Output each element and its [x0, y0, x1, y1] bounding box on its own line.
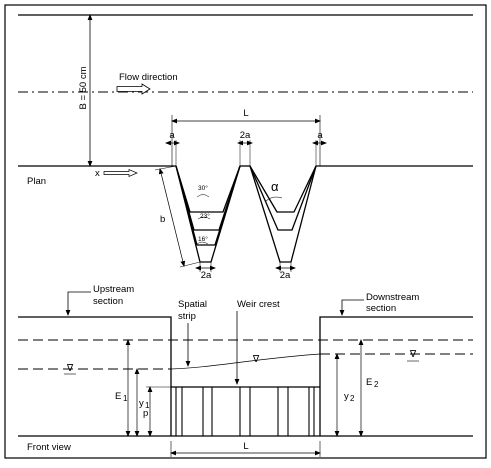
spatial-water-symbol: ∇ — [252, 354, 260, 365]
x-axis-label: x — [95, 168, 100, 179]
x-axis-arrow — [103, 168, 138, 178]
upstream-water-symbol: ∇ — [66, 363, 74, 374]
apex-bottom-right-label: 2a — [280, 270, 291, 281]
plan-label: Plan — [27, 176, 46, 187]
depth-upstream-sub: 1 — [145, 401, 150, 410]
side-length-ext-bottom — [179, 261, 201, 268]
length-front-label: L — [243, 441, 248, 452]
energy-downstream-sub: 2 — [374, 380, 379, 389]
spatial-strip-label-2: strip — [178, 311, 196, 322]
offset-left-label: a — [169, 130, 175, 141]
angle-arc-23 — [197, 216, 211, 220]
side-length-ext-top — [154, 165, 177, 171]
flow-direction-arrow — [116, 83, 151, 95]
depth-downstream-label: y — [344, 391, 349, 402]
sidewall-angle-label: α — [271, 179, 279, 194]
side-length-label: b — [160, 214, 165, 225]
depth-upstream-label: y — [139, 398, 144, 409]
length-label: L — [243, 108, 248, 119]
weir-crest-label: Weir crest — [237, 299, 280, 310]
apex-bottom-left-label: 2a — [201, 270, 212, 281]
angle-arc-30 — [196, 194, 210, 198]
labyrinth-weir-plan — [175, 165, 317, 263]
downstream-water-symbol: ∇ — [409, 349, 417, 360]
depth-downstream-sub: 2 — [350, 394, 355, 403]
energy-upstream-sub: 1 — [123, 394, 128, 403]
downstream-section-leader — [339, 299, 364, 316]
offset-right-label: a — [317, 130, 323, 141]
angle-30-label: 30° — [198, 184, 208, 192]
angle-arc-16 — [196, 241, 209, 245]
upstream-section-leader — [65, 291, 91, 316]
spatial-strip-label-1: Spatial — [178, 299, 207, 310]
downstream-section-label-2: section — [366, 303, 396, 314]
weir-height-label: p — [143, 408, 148, 419]
apex-top-label: 2a — [240, 130, 251, 141]
energy-upstream-label: E — [115, 391, 121, 402]
upstream-section-label-2: section — [93, 296, 123, 307]
downstream-section-label-1: Downstream — [366, 292, 419, 303]
width-label: B = 50 cm — [78, 66, 89, 109]
flow-direction-label: Flow direction — [119, 72, 178, 83]
side-length-dim — [158, 168, 186, 267]
spatial-water-profile — [170, 353, 321, 370]
sidewall-angle-arc — [265, 196, 283, 202]
front-downstream-wall — [319, 316, 473, 387]
front-upstream-wall — [18, 316, 172, 387]
figure-border — [4, 4, 487, 459]
upstream-section-label-1: Upstream — [93, 284, 134, 295]
angle-23-label: 23° — [200, 212, 210, 220]
angle-16-label: 16° — [198, 235, 208, 243]
front-view-label: Front view — [27, 442, 71, 453]
energy-downstream-label: E — [366, 377, 372, 388]
weir-front-body — [170, 386, 321, 436]
